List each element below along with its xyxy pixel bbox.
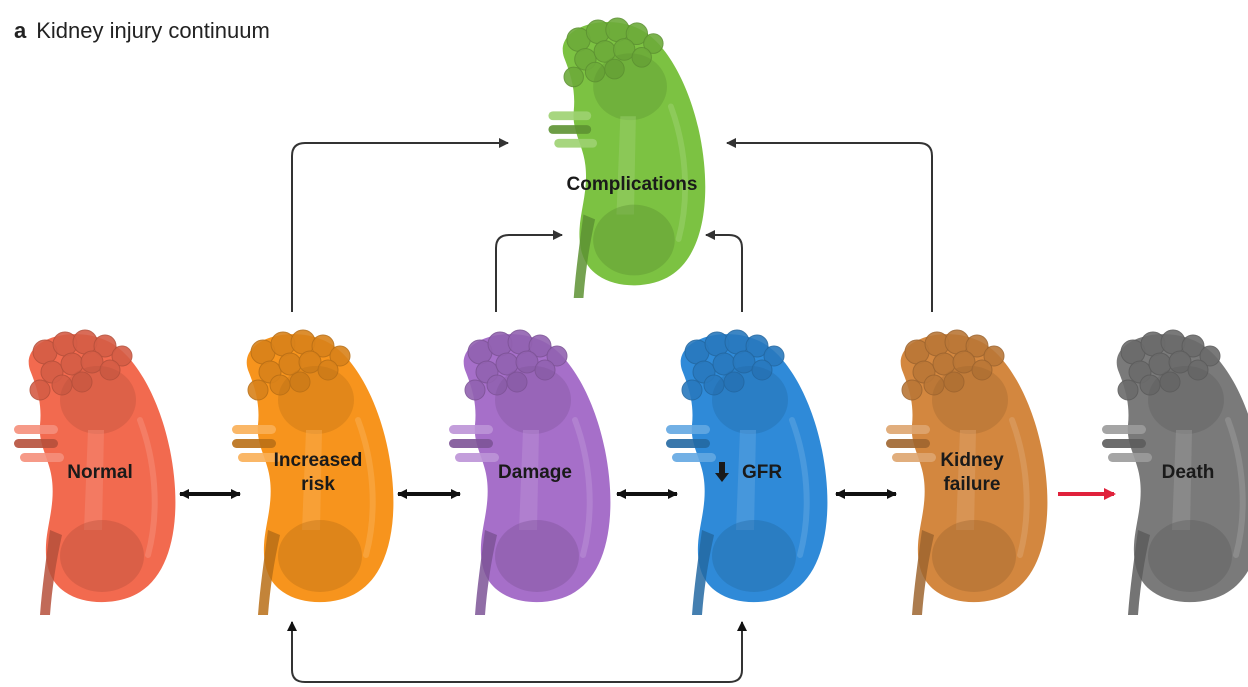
kidney-vessel xyxy=(548,125,591,134)
kidney-label-gfr: GFR xyxy=(742,462,782,483)
connector-damage-to-complications xyxy=(496,235,562,312)
connector-kidney-failure-to-complications xyxy=(727,143,932,312)
kidney-label-increased-risk-line-1: Increased xyxy=(274,450,363,471)
kidney-lobule xyxy=(465,380,485,400)
kidney-lobule xyxy=(945,330,969,354)
kidney-vessel xyxy=(1102,439,1146,448)
kidney-vessel xyxy=(455,453,499,462)
kidney-vessel xyxy=(886,439,930,448)
kidney-lobule xyxy=(725,330,749,354)
kidney-vessel xyxy=(666,425,710,434)
kidney-vessel xyxy=(554,139,597,148)
kidney-lobule xyxy=(564,67,583,87)
kidney-upper-chamber xyxy=(278,366,354,434)
kidney-vessel xyxy=(232,439,276,448)
kidney-label-normal: Normal xyxy=(67,462,132,483)
kidney-lobule xyxy=(1118,380,1138,400)
kidney-lobule xyxy=(248,380,268,400)
kidney-lobule xyxy=(30,380,50,400)
kidney-label-complications: Complications xyxy=(567,174,698,195)
connector-risk-gfr-bottom-loop xyxy=(292,622,742,682)
kidney-lower-chamber xyxy=(495,520,579,592)
kidney-vessel xyxy=(20,453,64,462)
kidney-vessel xyxy=(449,425,493,434)
kidney-lobule xyxy=(682,380,702,400)
kidney-label-kidney-failure-line-2: failure xyxy=(943,474,1000,495)
kidney-vessel xyxy=(892,453,936,462)
kidney-upper-chamber xyxy=(932,366,1008,434)
kidney-upper-chamber xyxy=(1148,366,1224,434)
kidney-lower-chamber xyxy=(278,520,362,592)
kidney-lobule xyxy=(73,330,97,354)
kidney-label-damage: Damage xyxy=(498,462,572,483)
kidney-vessel xyxy=(666,439,710,448)
kidney-vessel xyxy=(1102,425,1146,434)
kidney-vessel xyxy=(548,111,591,120)
kidney-upper-chamber xyxy=(593,53,667,120)
kidney-upper-chamber xyxy=(495,366,571,434)
kidney-upper-chamber xyxy=(60,366,136,434)
kidney-lower-chamber xyxy=(1148,520,1232,592)
kidney-increased-risk xyxy=(232,330,393,615)
kidney-complications xyxy=(548,18,705,298)
kidney-lower-chamber xyxy=(712,520,796,592)
kidney-upper-chamber xyxy=(712,366,788,434)
kidney-lobule xyxy=(902,380,922,400)
kidney-lobule xyxy=(291,330,315,354)
kidney-vessel xyxy=(14,439,58,448)
kidney-label-increased-risk-line-2: risk xyxy=(301,474,335,495)
kidney-lobule xyxy=(1161,330,1185,354)
kidney-label-death: Death xyxy=(1162,462,1215,483)
kidney-kidney-failure xyxy=(886,330,1047,615)
kidney-lobule xyxy=(508,330,532,354)
kidney-lower-chamber xyxy=(593,205,675,276)
kidney-label-kidney-failure-line-1: Kidney xyxy=(940,450,1004,471)
connector-gfr-to-complications xyxy=(706,235,742,312)
kidney-vessel xyxy=(14,425,58,434)
kidney-vessel xyxy=(1108,453,1152,462)
kidney-vessel xyxy=(886,425,930,434)
kidney-lobule xyxy=(606,18,629,42)
kidney-vessel xyxy=(672,453,716,462)
connector-increased-risk-to-complications xyxy=(292,143,508,312)
kidney-lower-chamber xyxy=(932,520,1016,592)
kidney-lower-chamber xyxy=(60,520,144,592)
kidney-vessel xyxy=(232,425,276,434)
kidney-vessel xyxy=(449,439,493,448)
